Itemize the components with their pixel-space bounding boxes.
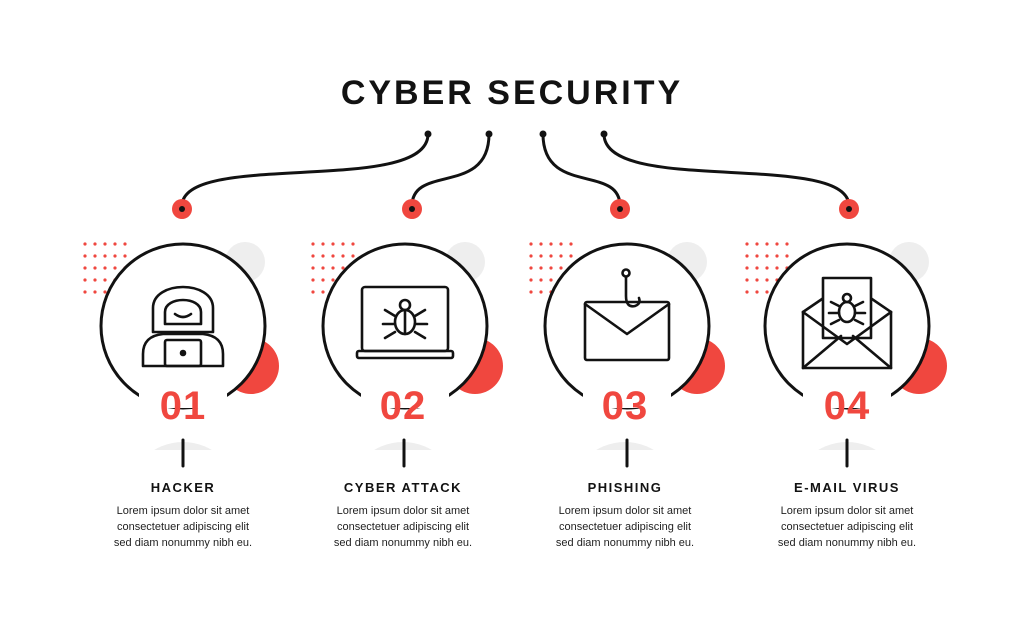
step-heading: E-MAIL VIRUS	[794, 480, 900, 495]
step-description: Lorem ipsum dolor sit amet consectetuer …	[777, 505, 917, 549]
step-number: 01	[159, 384, 207, 428]
step-description: Lorem ipsum dolor sit amet consectetuer …	[113, 505, 253, 549]
step-card-hacker: 01	[73, 200, 293, 580]
step-heading: HACKER	[150, 480, 216, 495]
step-text-hacker: HACKER Lorem ipsum dolor sit amet consec…	[73, 200, 293, 580]
laptop-bug-icon	[355, 285, 455, 360]
page-title: CYBER SECURITY	[340, 74, 684, 112]
connector-4	[602, 132, 851, 208]
phishing-envelope-icon	[583, 268, 671, 362]
step-number: 03	[601, 384, 649, 428]
connector-2	[410, 132, 491, 208]
email-virus-icon	[801, 276, 893, 370]
connector-3	[541, 132, 622, 208]
step-number: 02	[379, 384, 427, 428]
step-description: Lorem ipsum dolor sit amet consectetuer …	[555, 505, 695, 549]
step-text-cyber-attack: CYBER ATTACK Lorem ipsum dolor sit amet …	[293, 200, 513, 580]
connector-dot-top-3	[539, 130, 547, 138]
step-heading: CYBER ATTACK	[343, 480, 463, 495]
step-card-cyber-attack: 02	[293, 200, 513, 580]
connector-dot-top-2	[485, 130, 493, 138]
step-card-phishing: 03	[515, 200, 735, 580]
step-card-email-virus: 04	[737, 200, 957, 580]
step-text-email-virus: E-MAIL VIRUS Lorem ipsum dolor sit amet …	[737, 200, 957, 580]
connector-dot-top-1	[424, 130, 432, 138]
hacker-icon	[141, 285, 225, 368]
connector-1	[180, 132, 430, 208]
text-shadow-circle	[596, 442, 654, 450]
step-number: 04	[823, 384, 871, 428]
step-heading: PHISHING	[587, 480, 663, 495]
step-text-phishing: PHISHING Lorem ipsum dolor sit amet cons…	[515, 200, 735, 580]
connector-dot-top-4	[600, 130, 608, 138]
step-description: Lorem ipsum dolor sit amet consectetuer …	[333, 505, 473, 549]
